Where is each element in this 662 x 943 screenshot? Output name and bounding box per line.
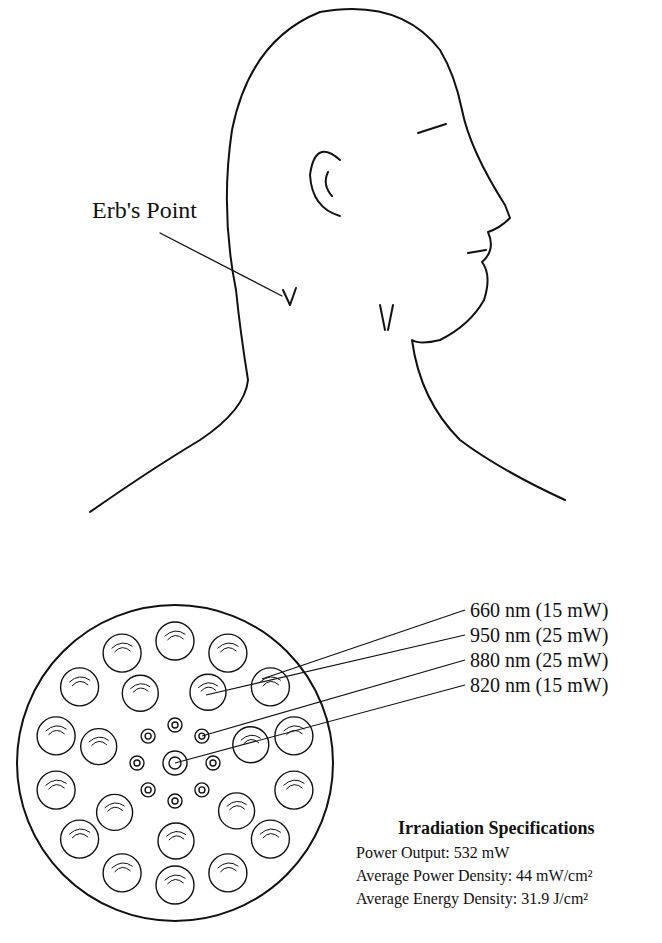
led-small bbox=[130, 756, 144, 770]
spec-line: Average Power Density: 44 mW/cm² bbox=[356, 866, 592, 885]
led-large bbox=[209, 854, 247, 892]
led-large bbox=[251, 820, 289, 858]
led-small-core bbox=[210, 760, 216, 766]
led-large bbox=[275, 717, 313, 755]
led-large bbox=[156, 866, 194, 904]
led-glint bbox=[130, 684, 150, 693]
led-large bbox=[156, 622, 194, 660]
head-outline bbox=[90, 9, 565, 512]
led-glint bbox=[166, 832, 186, 841]
led-glint bbox=[69, 677, 90, 686]
led-glint bbox=[218, 643, 239, 652]
led-glint bbox=[260, 829, 281, 838]
mouth bbox=[468, 250, 486, 253]
spec-heading: Irradiation Specifications bbox=[398, 818, 595, 840]
anatomy-label: Erb's Point bbox=[92, 196, 197, 225]
wavelength-label: 660 nm (15 mW) bbox=[470, 598, 608, 622]
wavelength-label: 880 nm (25 mW) bbox=[470, 648, 608, 672]
led-large bbox=[61, 820, 99, 858]
led-small bbox=[141, 729, 155, 743]
led-large bbox=[81, 729, 117, 765]
leader-line bbox=[202, 660, 465, 736]
led-small-core bbox=[145, 787, 151, 793]
led-large bbox=[190, 674, 226, 710]
notch-mark bbox=[380, 305, 393, 330]
led-glint bbox=[227, 801, 247, 810]
leader-line bbox=[160, 233, 282, 296]
led-glint bbox=[165, 875, 186, 884]
led-small-core bbox=[134, 760, 140, 766]
led-large bbox=[275, 771, 313, 809]
leader-line bbox=[175, 685, 465, 763]
led-large bbox=[37, 771, 75, 809]
wavelength-label: 950 nm (25 mW) bbox=[470, 623, 608, 647]
wavelength-label: 820 nm (15 mW) bbox=[470, 673, 608, 697]
spec-line: Average Energy Density: 31.9 J/cm² bbox=[356, 889, 588, 908]
led-glint bbox=[218, 863, 239, 872]
led-large bbox=[61, 668, 99, 706]
led-small-core bbox=[172, 798, 178, 804]
led-small bbox=[195, 783, 209, 797]
erbs-point-mark bbox=[283, 288, 296, 305]
led-small-core bbox=[199, 787, 205, 793]
led-large bbox=[251, 668, 289, 706]
led-small-core bbox=[172, 722, 178, 728]
led-glint bbox=[69, 829, 90, 838]
led-glint bbox=[112, 643, 133, 652]
led-glint bbox=[89, 737, 109, 746]
led-large bbox=[219, 793, 255, 829]
led-small-core bbox=[199, 733, 205, 739]
led-small bbox=[141, 783, 155, 797]
led-glint bbox=[284, 780, 305, 789]
led-small bbox=[168, 718, 182, 732]
eye bbox=[418, 124, 446, 133]
led-large bbox=[103, 854, 141, 892]
led-small bbox=[195, 729, 209, 743]
spec-line: Power Output: 532 mW bbox=[356, 843, 509, 862]
led-large bbox=[97, 794, 133, 830]
led-large bbox=[122, 675, 158, 711]
led-large bbox=[37, 717, 75, 755]
led-large bbox=[103, 634, 141, 672]
led-small-core bbox=[145, 733, 151, 739]
led-glint bbox=[165, 631, 186, 640]
led-small bbox=[168, 794, 182, 808]
led-small bbox=[206, 756, 220, 770]
led-glint bbox=[112, 863, 133, 872]
led-glint bbox=[46, 726, 67, 735]
led-large bbox=[233, 727, 269, 763]
led-glint bbox=[105, 803, 125, 812]
ear bbox=[310, 152, 340, 216]
led-large bbox=[158, 823, 194, 859]
led-glint bbox=[46, 780, 67, 789]
leader-line bbox=[206, 635, 465, 695]
led-large bbox=[209, 634, 247, 672]
led-glint bbox=[198, 683, 218, 692]
